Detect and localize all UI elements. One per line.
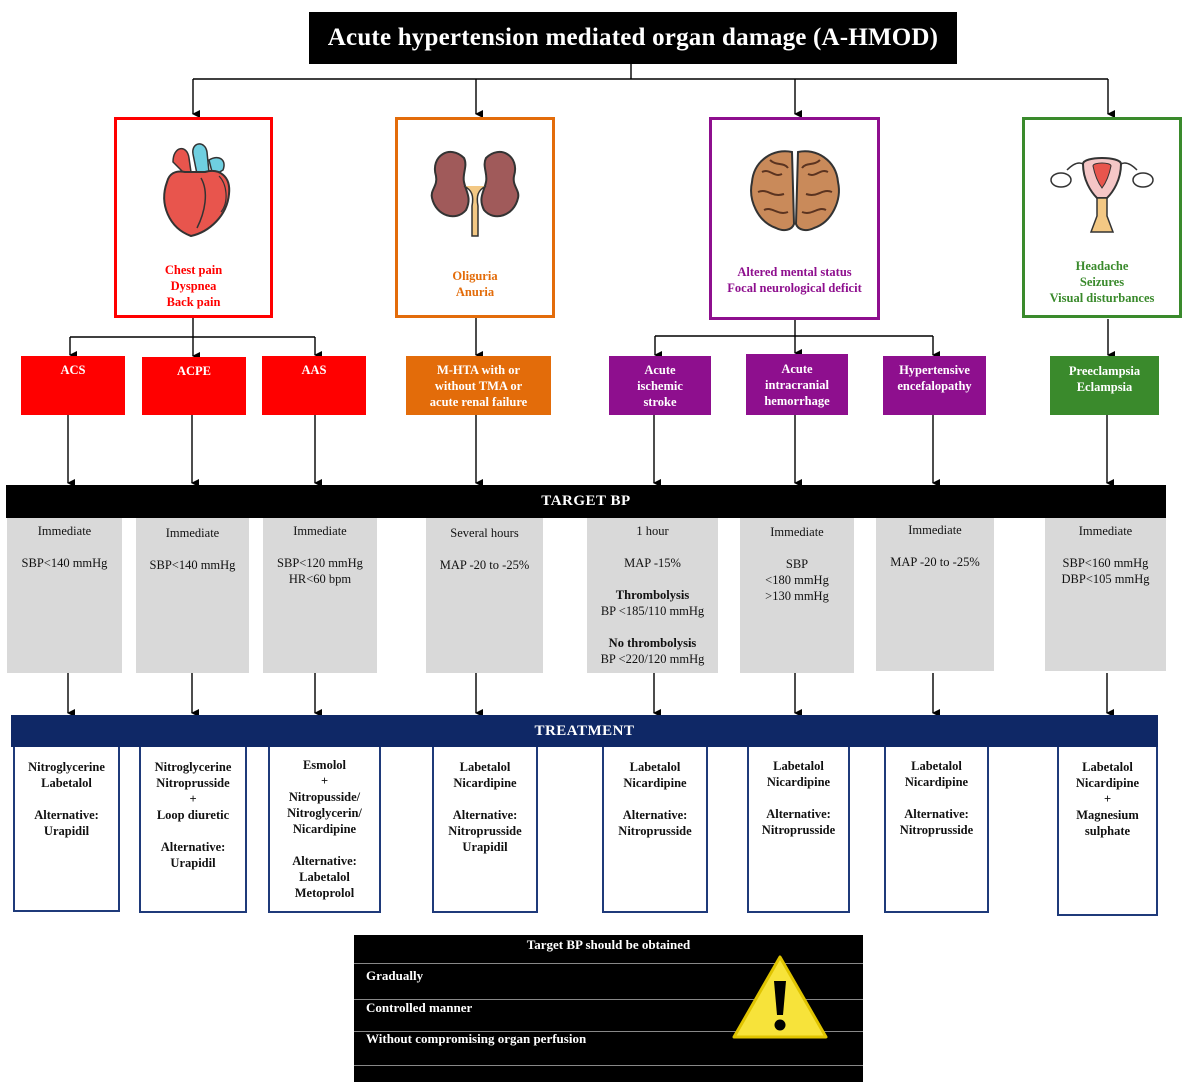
cardiac-symptoms: Chest pain Dyspnea Back pain	[164, 263, 223, 309]
treatment-box-acpe: Nitroglycerine Nitroprusside + Loop diur…	[139, 747, 247, 913]
organ-box-uterus: Headache Seizures Visual disturbances	[1022, 117, 1182, 318]
warning-item: Controlled manner	[366, 1000, 473, 1015]
kidneys-icon	[430, 151, 520, 237]
condition-acute-intracranial-hemorrhage: Acute intracranial hemorrhage	[746, 354, 848, 415]
treatment-bar: TREATMENT	[11, 715, 1158, 747]
warning-box: Target BP should be obtained Gradually C…	[354, 935, 863, 1082]
warning-item: Gradually	[366, 968, 424, 983]
heart-icon	[162, 143, 230, 238]
condition-hypertensive-encefalopathy: Hypertensive encefalopathy	[883, 356, 986, 415]
renal-symptoms: Oliguria Anuria	[452, 269, 498, 299]
warning-triangle-icon	[732, 955, 828, 1039]
condition-acs: ACS	[21, 356, 125, 415]
warning-item: Without compromising organ perfusion	[366, 1031, 587, 1046]
target-bp-bar: TARGET BP	[6, 485, 1166, 518]
warning-heading: Target BP should be obtained	[526, 937, 691, 952]
organ-box-brain: Altered mental status Focal neurological…	[709, 117, 880, 320]
condition-acpe: ACPE	[142, 357, 246, 415]
uterus-icon	[1050, 157, 1154, 233]
treatment-box-preeclampsia: Labetalol Nicardipine + Magnesium sulpha…	[1057, 747, 1158, 916]
diagram-title: Acute hypertension mediated organ damage…	[309, 12, 957, 64]
neuro-symptoms: Altered mental status Focal neurological…	[727, 265, 862, 295]
organ-box-heart: Chest pain Dyspnea Back pain	[114, 117, 273, 318]
condition-acute-ischemic-stroke: Acute ischemic stroke	[609, 356, 711, 415]
condition-preeclampsia-eclampsia: Preeclampsia Eclampsia	[1050, 356, 1159, 415]
brain-icon	[749, 150, 840, 232]
condition-aas: AAS	[262, 356, 366, 415]
condition-m-hta: M-HTA with or without TMA or acute renal…	[406, 356, 551, 415]
obstetric-symptoms: Headache Seizures Visual disturbances	[1049, 259, 1155, 305]
treatment-box-aas: Esmolol + Nitropusside/ Nitroglycerin/ N…	[268, 747, 381, 913]
organ-box-kidney: Oliguria Anuria	[395, 117, 555, 318]
